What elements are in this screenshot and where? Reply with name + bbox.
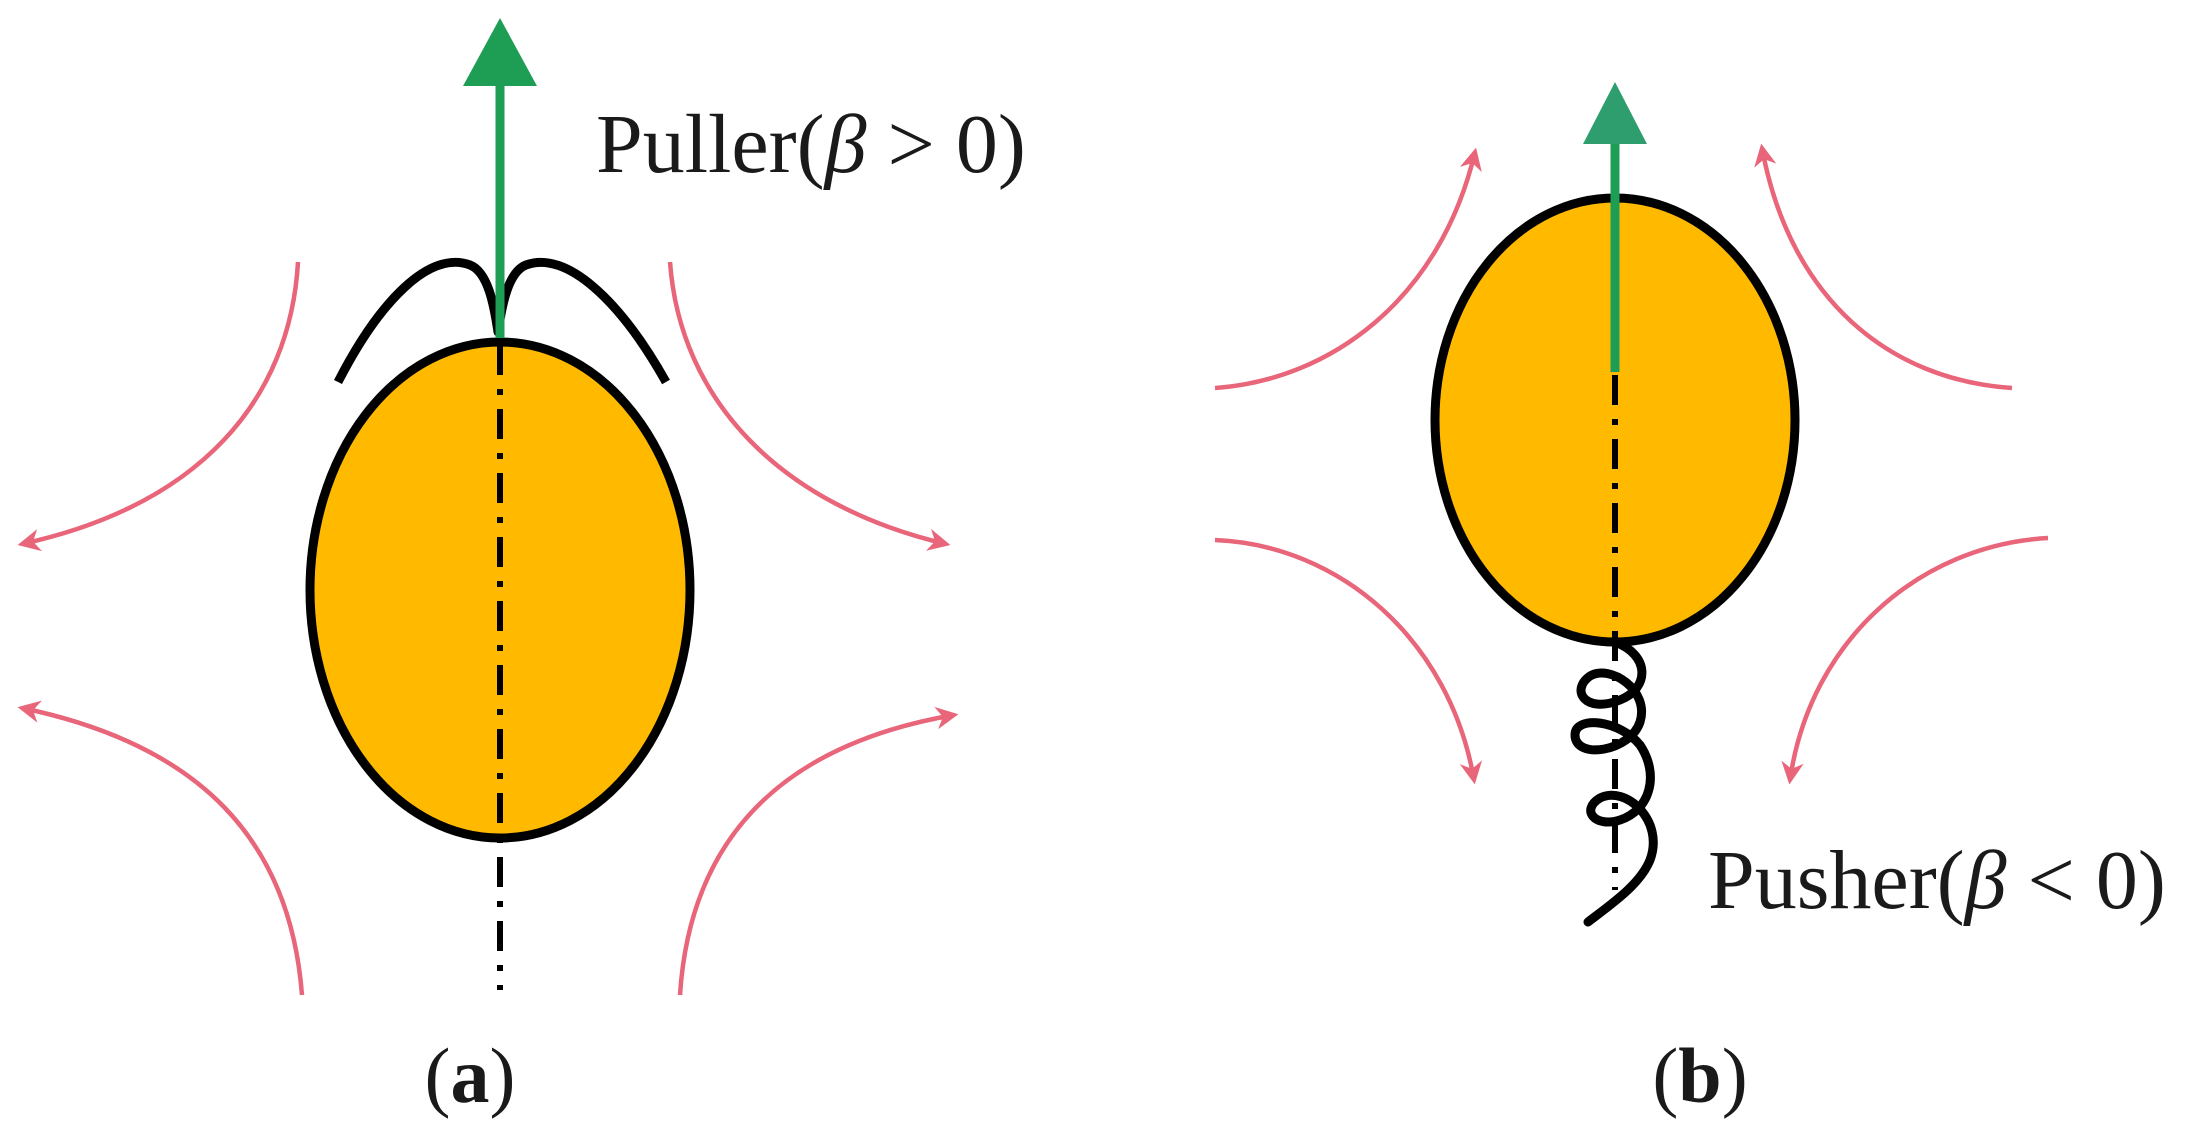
panel-a-puller: Puller(β > 0) (a)	[17, 18, 1026, 1119]
swim-direction-arrowhead-puller	[463, 18, 537, 86]
flow-arrow-a-lower-left	[17, 700, 305, 996]
flow-arrow-a-lower-right	[677, 706, 959, 996]
panel-label-b: (b)	[1652, 1032, 1747, 1119]
flow-arrow-b-upper-left	[1214, 147, 1482, 391]
flow-arrow-b-lower-left	[1214, 537, 1483, 785]
flagellum-pusher	[1570, 637, 1658, 927]
flow-arrow-a-upper-right	[667, 261, 951, 551]
panel-label-a: (a)	[425, 1032, 516, 1119]
flow-arrow-b-upper-right	[1754, 143, 2013, 391]
flow-arrow-b-lower-right	[1781, 535, 2049, 785]
panel-b-pusher: Pusher(β < 0) (b)	[1214, 82, 2166, 1119]
swim-direction-arrowhead-pusher	[1583, 82, 1647, 144]
caption-puller: Puller(β > 0)	[596, 98, 1026, 191]
flow-arrow-a-upper-left	[17, 261, 301, 552]
caption-pusher: Pusher(β < 0)	[1708, 834, 2166, 927]
